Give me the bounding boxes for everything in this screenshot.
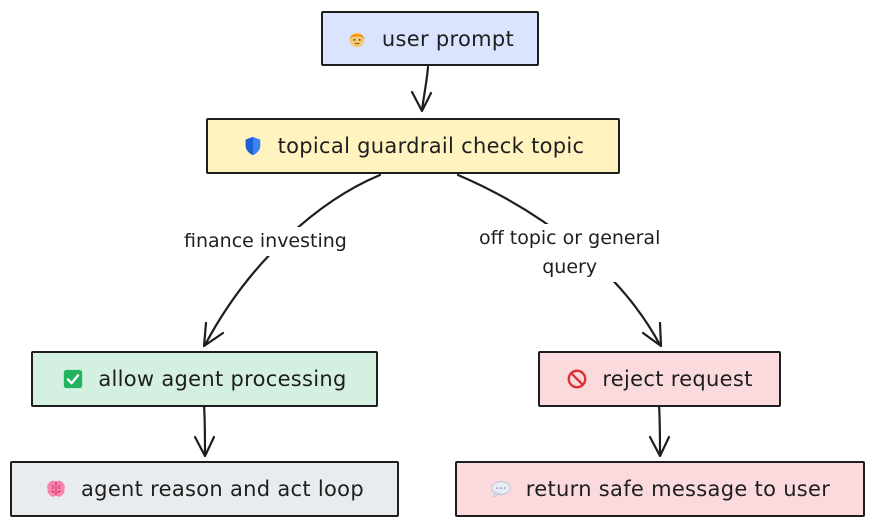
edge-reject-to-safe [657,403,662,457]
node-agent-loop-label: agent reason and act loop [81,477,364,501]
edge-prompt-to-guardrail [420,65,430,112]
arrowhead-prompt-to-guardrail [410,90,433,113]
node-agent-loop: agent reason and act loop [10,461,399,517]
arrowhead-guardrail-to-allow [202,321,225,348]
edge-allow-to-loop [202,403,207,457]
arrowhead-reject-to-safe [648,435,671,458]
node-safe-message-label: return safe message to user [525,477,831,501]
person-icon [349,32,365,47]
brain-icon [47,480,65,497]
arrowhead-allow-to-loop [193,435,216,458]
edge-label-offtopic-line2: query [542,256,598,278]
edge-label-finance: finance investing [180,227,351,256]
edge-label-offtopic: off topic or general query [475,224,665,282]
edge-label-offtopic-line1: off topic or general [479,227,661,249]
node-user-prompt-label: user prompt [381,26,515,51]
prohibited-icon [567,369,587,389]
node-guardrail-label: topical guardrail check topic [277,134,585,158]
node-safe-message: return safe message to user [455,461,865,517]
node-user-prompt: user prompt [321,11,539,66]
speech-bubble-icon [491,481,511,499]
node-allow-label: allow agent processing [98,367,347,391]
shield-icon [245,136,260,156]
arrowhead-guardrail-to-reject [641,321,663,348]
edge-label-finance-text: finance investing [184,230,347,252]
edge-guardrail-to-allow [203,173,382,347]
node-allow: allow agent processing [31,351,378,407]
node-guardrail: topical guardrail check topic [206,118,620,174]
node-reject-label: reject request [602,367,753,391]
node-reject: reject request [538,351,781,407]
check-icon [64,369,83,389]
